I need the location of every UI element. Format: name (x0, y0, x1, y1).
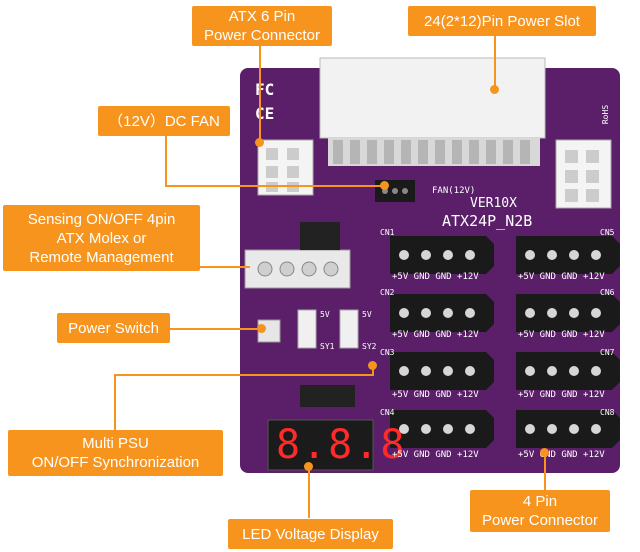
connector-line (165, 185, 383, 187)
led-digits: 8.8.8 (276, 422, 407, 468)
molex-4pin-connector (516, 294, 620, 332)
cn-label-right-4: CN8 (600, 408, 615, 417)
cn-label-left-3: CN3 (380, 348, 395, 357)
version-label: VER10X (470, 196, 517, 211)
ic-chip (300, 385, 355, 407)
pin-label: +5V GND GND +12V (392, 450, 479, 460)
slot-pin (333, 140, 343, 164)
pin-label: +5V GND GND +12V (518, 390, 605, 400)
slot-pin (367, 140, 377, 164)
callout-text: LED Voltage Display (242, 525, 379, 543)
rohs-mark: RoHS (601, 104, 611, 125)
callout-text: ATX Molex or (56, 229, 147, 247)
molex-4pin-connector (390, 294, 494, 332)
cn-label-right-3: CN7 (600, 348, 615, 357)
molex-4pin-connector (390, 236, 494, 274)
molex-4pin-connector (390, 352, 494, 390)
callout-sensing: Sensing ON/OFF 4pin ATX Molex or Remote … (3, 205, 200, 271)
switch-label-sy2: SY2 (362, 342, 377, 351)
led-voltage-display (267, 419, 374, 471)
atx-24pin-slot (319, 57, 546, 166)
pin-label: +5V GND GND +12V (392, 272, 479, 282)
callout-atx6pin: ATX 6 Pin Power Connector (192, 6, 332, 46)
slot-pin (384, 140, 394, 164)
molex-4pin-connector (390, 410, 494, 448)
callout-dc-fan: （12V）DC FAN (98, 106, 230, 136)
slot-pin (435, 140, 445, 164)
connector-line (494, 35, 496, 90)
pin-label: +5V GND GND +12V (518, 330, 605, 340)
molex-4pin-connector (516, 410, 620, 448)
pin-label: +5V GND GND +12V (392, 390, 479, 400)
callout-24pin-slot: 24(2*12)Pin Power Slot (408, 6, 596, 36)
pin-label: +5V GND GND +12V (392, 330, 479, 340)
sensing-molex-connector (244, 249, 351, 289)
pin-label: +5V GND GND +12V (518, 272, 605, 282)
callout-text: （12V）DC FAN (108, 112, 220, 130)
slot-pin (469, 140, 479, 164)
connector-line (114, 374, 116, 432)
callout-text: ON/OFF Synchronization (31, 454, 200, 471)
callout-text: Multi PSU (82, 435, 149, 452)
slot-pin (452, 140, 462, 164)
slot-pin (418, 140, 428, 164)
connector-line (166, 328, 261, 330)
cn-label-right-2: CN6 (600, 288, 615, 297)
callout-text: Power Switch (68, 319, 159, 337)
switch-label-5v-2: 5V (362, 310, 372, 319)
fan-label: FAN(12V) (432, 186, 476, 196)
connector-line (372, 366, 374, 376)
callout-power-switch: Power Switch (57, 313, 170, 343)
switch-label-sy1: SY1 (320, 342, 335, 351)
connector-line (259, 42, 261, 142)
connector-dot (540, 448, 549, 457)
cn-label-left-1: CN1 (380, 228, 395, 237)
callout-text: ATX 6 Pin (228, 8, 296, 25)
connector-line (200, 266, 250, 268)
callout-text: 4 Pin (522, 493, 558, 510)
cn-label-left-4: CN4 (380, 408, 395, 417)
ce-mark: CE (255, 104, 275, 123)
slot-pin (503, 140, 513, 164)
slot-pin (401, 140, 411, 164)
connector-line (544, 452, 546, 492)
slot-pin (486, 140, 496, 164)
connector-dot (380, 181, 389, 190)
callout-text: Power Connector (482, 512, 598, 529)
callout-led-display: LED Voltage Display (228, 519, 393, 549)
slot-pin (520, 140, 530, 164)
connector-dot (304, 462, 313, 471)
connector-dot (368, 361, 377, 370)
connector-line (308, 466, 310, 518)
callout-text: 24(2*12)Pin Power Slot (424, 12, 580, 30)
callout-multi-psu: Multi PSU ON/OFF Synchronization (8, 430, 223, 476)
fc-mark: FC (255, 80, 275, 99)
connector-line (114, 374, 372, 376)
connector-dot (490, 85, 499, 94)
jumper-sy1 (297, 309, 317, 349)
cn-label-right-1: CN5 (600, 228, 615, 237)
switch-label-5v-1: 5V (320, 310, 330, 319)
ic-chip (300, 222, 340, 250)
jumper-sy2 (339, 309, 359, 349)
model-label: ATX24P_N2B (442, 212, 533, 230)
callout-text: Remote Management (29, 248, 174, 266)
atx-6pin-connector-right (555, 139, 612, 209)
callout-4pin: 4 Pin Power Connector (470, 490, 610, 532)
pin-label: +5V GND GND +12V (518, 450, 605, 460)
molex-4pin-connector (516, 352, 620, 390)
connector-dot (257, 324, 266, 333)
slot-pin (350, 140, 360, 164)
callout-text: Power Connector (204, 27, 320, 44)
connector-line (165, 134, 167, 186)
cn-label-left-2: CN2 (380, 288, 395, 297)
connector-dot (255, 138, 264, 147)
molex-4pin-connector (516, 236, 620, 274)
callout-text: Sensing ON/OFF 4pin (27, 210, 176, 228)
